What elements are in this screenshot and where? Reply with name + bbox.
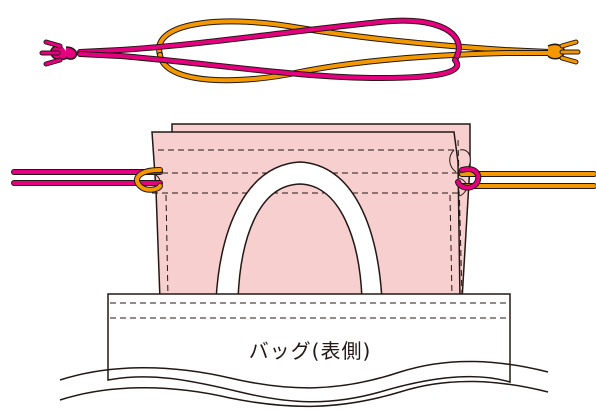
- drawstring-pouch: [151, 123, 471, 301]
- drawstring-cords-top: [39, 17, 581, 84]
- left-orange-loop: [134, 167, 163, 193]
- outer-bag-front: バッグ(表側): [59, 293, 549, 408]
- right-pink-loop: [455, 166, 482, 191]
- bag-front-label: バッグ(表側): [249, 339, 372, 363]
- orange-cord-loop: [156, 18, 581, 84]
- pink-cord-loop: [39, 17, 462, 82]
- right-orange-strands: [459, 171, 596, 189]
- threaded-cords: [11, 166, 596, 193]
